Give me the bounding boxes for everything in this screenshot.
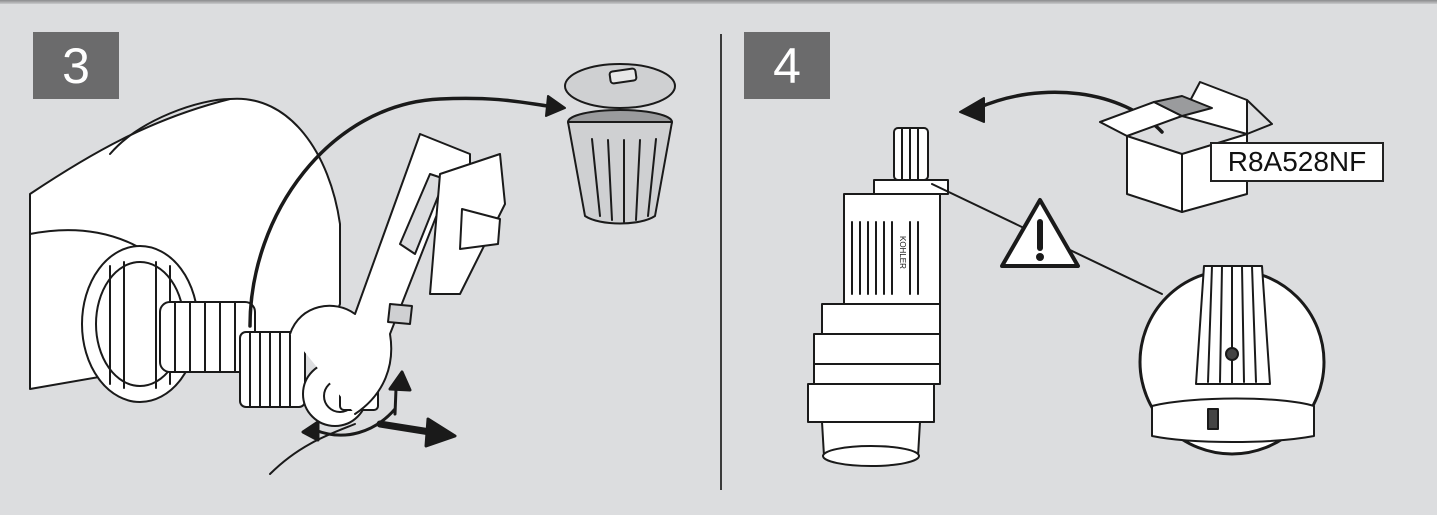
step-3-panel: 3 [0,4,722,515]
step-3-illustration [0,4,722,515]
warning-triangle-icon [1002,200,1078,266]
part-number-label: R8A528NF [1210,142,1384,182]
step-4-panel: 4 [722,4,1437,515]
new-cartridge-icon [808,128,948,466]
step-4-illustration: KOHLER [722,4,1437,515]
trash-can-icon [565,64,675,224]
part-number: R8A528NF [1228,146,1367,178]
detail-magnifier-icon [1140,266,1324,454]
cartridge-brand-text: KOHLER [898,236,907,269]
